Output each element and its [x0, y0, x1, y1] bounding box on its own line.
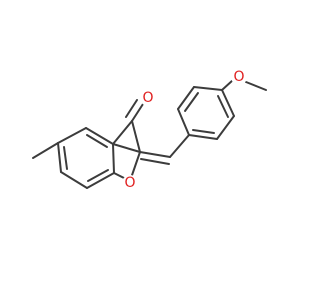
- bond-aryl-2: [177, 86, 195, 110]
- molecule-structure: O O O: [32, 69, 267, 191]
- bond-aryl-3: [193, 86, 223, 91]
- bond-benzo-1b: [63, 146, 68, 170]
- bond-benzo-3b: [87, 169, 109, 182]
- atom-labels: O O O: [122, 69, 247, 191]
- bond-benzo-2: [60, 171, 88, 189]
- bond-exo-2: [140, 158, 170, 165]
- bond-benzo-3: [86, 172, 115, 189]
- bond-aryl-2b: [184, 92, 199, 112]
- bond-link: [169, 134, 190, 158]
- bond-benzo-6: [57, 127, 87, 144]
- bond-benzo-4: [112, 143, 115, 174]
- bond-aryl-5: [216, 115, 235, 140]
- bond-carbonyl-1: [131, 103, 144, 122]
- bond-aryl-1: [177, 108, 190, 136]
- bond-carbonyl-2: [125, 99, 138, 118]
- atom-o-methoxy: O: [233, 69, 244, 85]
- bond-benzo-1: [57, 142, 62, 173]
- bond-aryl-6b: [192, 129, 215, 134]
- bond-aryl-4b: [217, 95, 229, 118]
- bond-methoxy-1: [221, 79, 234, 91]
- bond-benzo-5: [85, 127, 114, 145]
- bond-aryl-4: [221, 89, 235, 117]
- atom-o-carbonyl: O: [142, 90, 153, 106]
- atom-o-ring: O: [124, 175, 135, 191]
- bond-aryl-6: [188, 134, 218, 140]
- bond-methoxy-2: [245, 81, 267, 91]
- bond-methyl: [32, 142, 59, 159]
- bond-exo-1: [139, 151, 171, 158]
- bond-furan-1: [112, 143, 141, 153]
- bond-benzo-5b: [86, 134, 108, 148]
- bonds: [32, 79, 267, 189]
- bond-furan-4: [112, 120, 133, 145]
- bond-furan-5: [131, 120, 141, 153]
